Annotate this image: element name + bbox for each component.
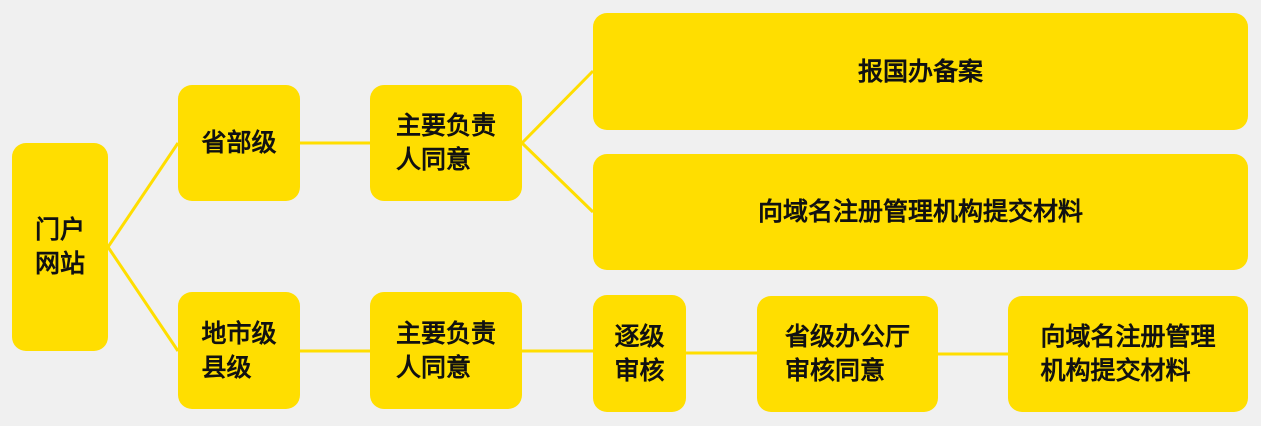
connector-root-provincial xyxy=(106,142,180,248)
provincial-submission-node: 向域名注册管理机构提交材料 xyxy=(593,154,1248,270)
root-node-portal: 门户 网站 xyxy=(12,143,108,351)
stepwise-review-label: 逐级 审核 xyxy=(614,321,665,385)
provincial-level-node: 省部级 xyxy=(178,85,300,201)
connector-root-municipal xyxy=(106,246,180,352)
provincial-level-label: 省部级 xyxy=(201,128,277,157)
provincial-office-approval-label: 省级办公厅 审核同意 xyxy=(784,322,910,385)
connector-approval-record xyxy=(520,69,595,145)
provincial-approval-node: 主要负责 人同意 xyxy=(370,85,522,201)
provincial-office-approval-node: 省级办公厅 审核同意 xyxy=(757,296,938,412)
record-filing-node: 报国办备案 xyxy=(593,13,1248,130)
root-node-label: 门户 网站 xyxy=(34,215,85,278)
provincial-approval-label: 主要负责 人同意 xyxy=(395,111,496,174)
municipal-submission-node: 向域名注册管理 机构提交材料 xyxy=(1008,296,1248,412)
municipal-approval-node: 主要负责 人同意 xyxy=(370,292,522,409)
municipal-approval-label: 主要负责 人同意 xyxy=(395,318,496,382)
record-filing-label: 报国办备案 xyxy=(857,56,983,86)
municipal-submission-label: 向域名注册管理 机构提交材料 xyxy=(1040,322,1216,385)
provincial-submission-label: 向域名注册管理机构提交材料 xyxy=(757,197,1083,226)
connector-approval-submit xyxy=(520,141,595,214)
municipal-level-label: 地市级 县级 xyxy=(201,318,277,382)
municipal-level-node: 地市级 县级 xyxy=(178,292,300,409)
stepwise-review-node: 逐级 审核 xyxy=(593,295,686,412)
